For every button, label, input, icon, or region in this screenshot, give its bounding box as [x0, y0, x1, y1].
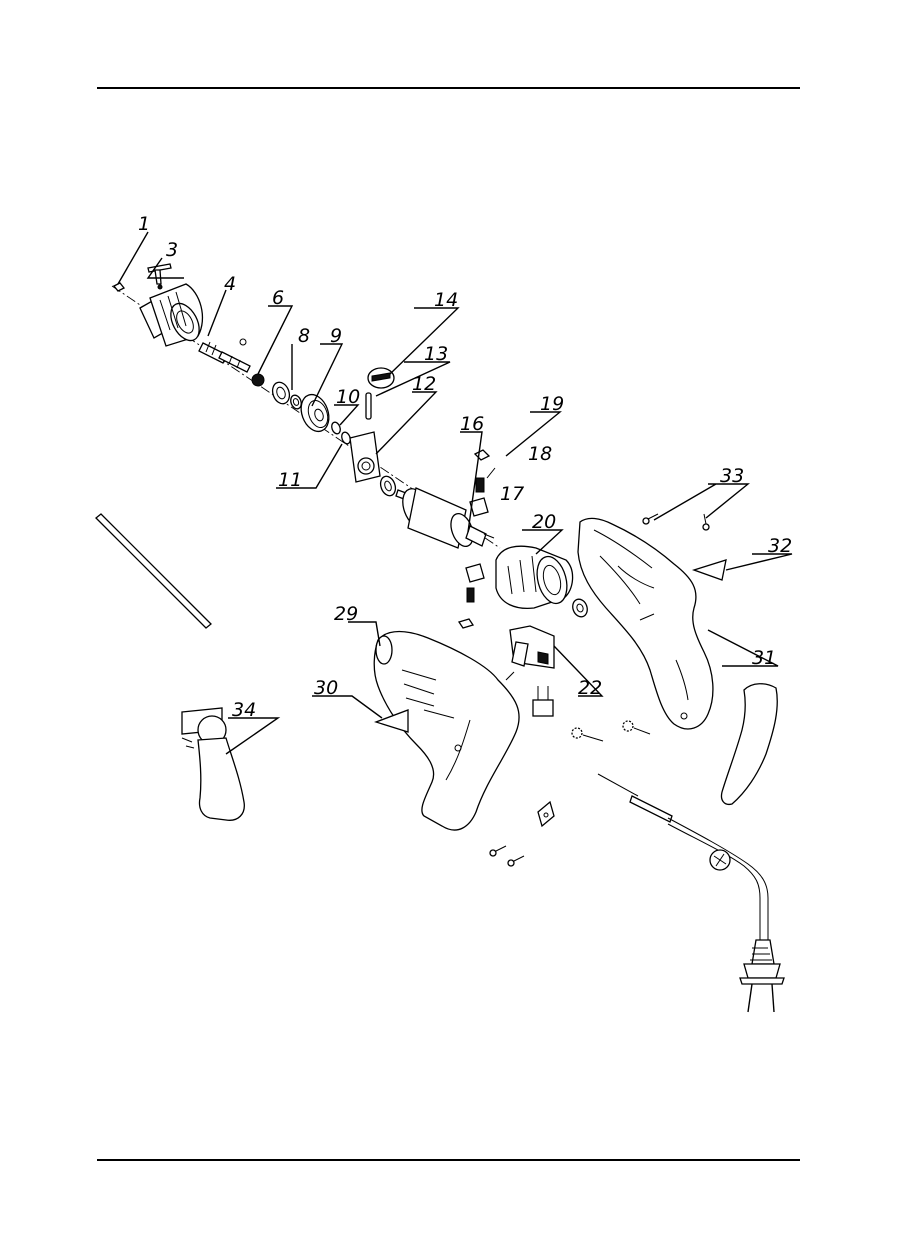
part-16-armature: [396, 485, 494, 549]
capacitor: [533, 686, 553, 716]
bearing-mid: [378, 474, 398, 498]
callout-31: 31: [752, 647, 776, 669]
callout-34: 34: [232, 699, 256, 721]
callout-30: 30: [314, 677, 338, 699]
star-washer-2: [623, 721, 650, 734]
part-29-left-housing: [374, 632, 519, 831]
callout-14: 14: [434, 289, 458, 311]
callout-32: 32: [768, 535, 792, 557]
part-32-label: [694, 560, 726, 580]
bearing-rear: [570, 597, 589, 619]
part-19-brush: [475, 450, 489, 460]
part-20-stator: [496, 546, 573, 608]
part-22-switch: [506, 626, 554, 680]
callout-3: 3: [166, 239, 178, 261]
brush-holder-lower: [459, 564, 484, 628]
part-13-pin: [366, 393, 371, 419]
part-6-washer: [252, 374, 264, 386]
part-18-spring: [487, 468, 495, 478]
callout-18: 18: [528, 443, 552, 465]
callout-8: 8: [298, 325, 310, 347]
part-1-chuck-screw: [114, 283, 124, 291]
part-10-ring: [330, 421, 342, 435]
bearing-front: [270, 380, 293, 406]
callout-1: 1: [138, 213, 150, 235]
chuck-key: [148, 264, 171, 289]
cord-clamp: [538, 802, 554, 826]
callout-19: 19: [540, 393, 564, 415]
callout-9: 9: [330, 325, 342, 347]
callout-17: 17: [500, 483, 524, 505]
callout-29: 29: [334, 603, 358, 625]
callout-4: 4: [224, 273, 236, 295]
callout-11: 11: [278, 469, 302, 491]
grip-insert: [721, 684, 777, 805]
callout-20: 20: [532, 511, 556, 533]
star-washer-1: [572, 728, 603, 741]
callout-6: 6: [272, 287, 284, 309]
part-9-gear: [296, 391, 333, 436]
callout-22: 22: [578, 677, 602, 699]
part-3-chuck: [140, 284, 205, 346]
depth-stop-rod: [96, 514, 211, 628]
callout-13: 13: [424, 343, 448, 365]
part-34-auxiliary-handle: [182, 708, 244, 820]
part-14-selector-knob: [368, 368, 394, 388]
callout-12: 12: [412, 373, 436, 395]
part-33-screws: [643, 514, 709, 530]
part-4-spindle: [199, 339, 250, 372]
part-12-bracket: [350, 432, 380, 482]
power-plug: [740, 940, 784, 1012]
callout-33: 33: [720, 465, 744, 487]
power-cord: [598, 774, 768, 968]
callout-10: 10: [336, 386, 360, 408]
clamp-screws: [490, 846, 524, 866]
callout-16: 16: [460, 413, 484, 435]
